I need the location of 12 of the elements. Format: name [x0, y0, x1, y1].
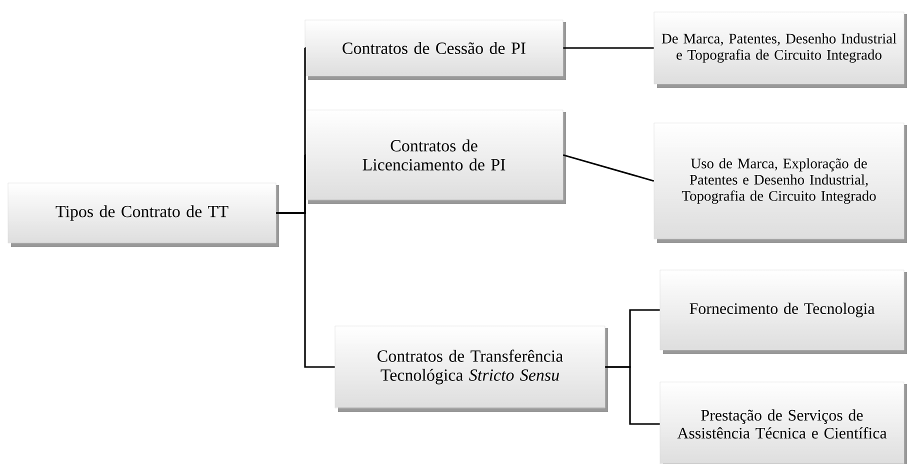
box: Uso de Marca, Exploração de Patentes e Desenho Industrial, Topografia de Circuito Integrado — [654, 122, 907, 243]
connector-line — [562, 154, 654, 182]
box: Contratos de Licenciamento de PI — [304, 110, 566, 204]
connector-line — [276, 212, 335, 368]
box: De Marca, Patentes, Desenho Industrial e Topografia de Circuito Integrado — [654, 12, 907, 88]
box: Contratos de Cessão de PI — [304, 20, 566, 80]
box: Tipos de Contrato de TT — [8, 182, 279, 247]
connector-line — [563, 47, 654, 49]
box: Fornecimento de Tecnologia — [660, 270, 907, 354]
box: Contratos de Transferência Tecnológica Stricto Sensu — [334, 326, 608, 412]
connector-line — [605, 366, 660, 425]
box: Prestação de Serviços de Assistência Técnica e Científica — [660, 382, 907, 464]
